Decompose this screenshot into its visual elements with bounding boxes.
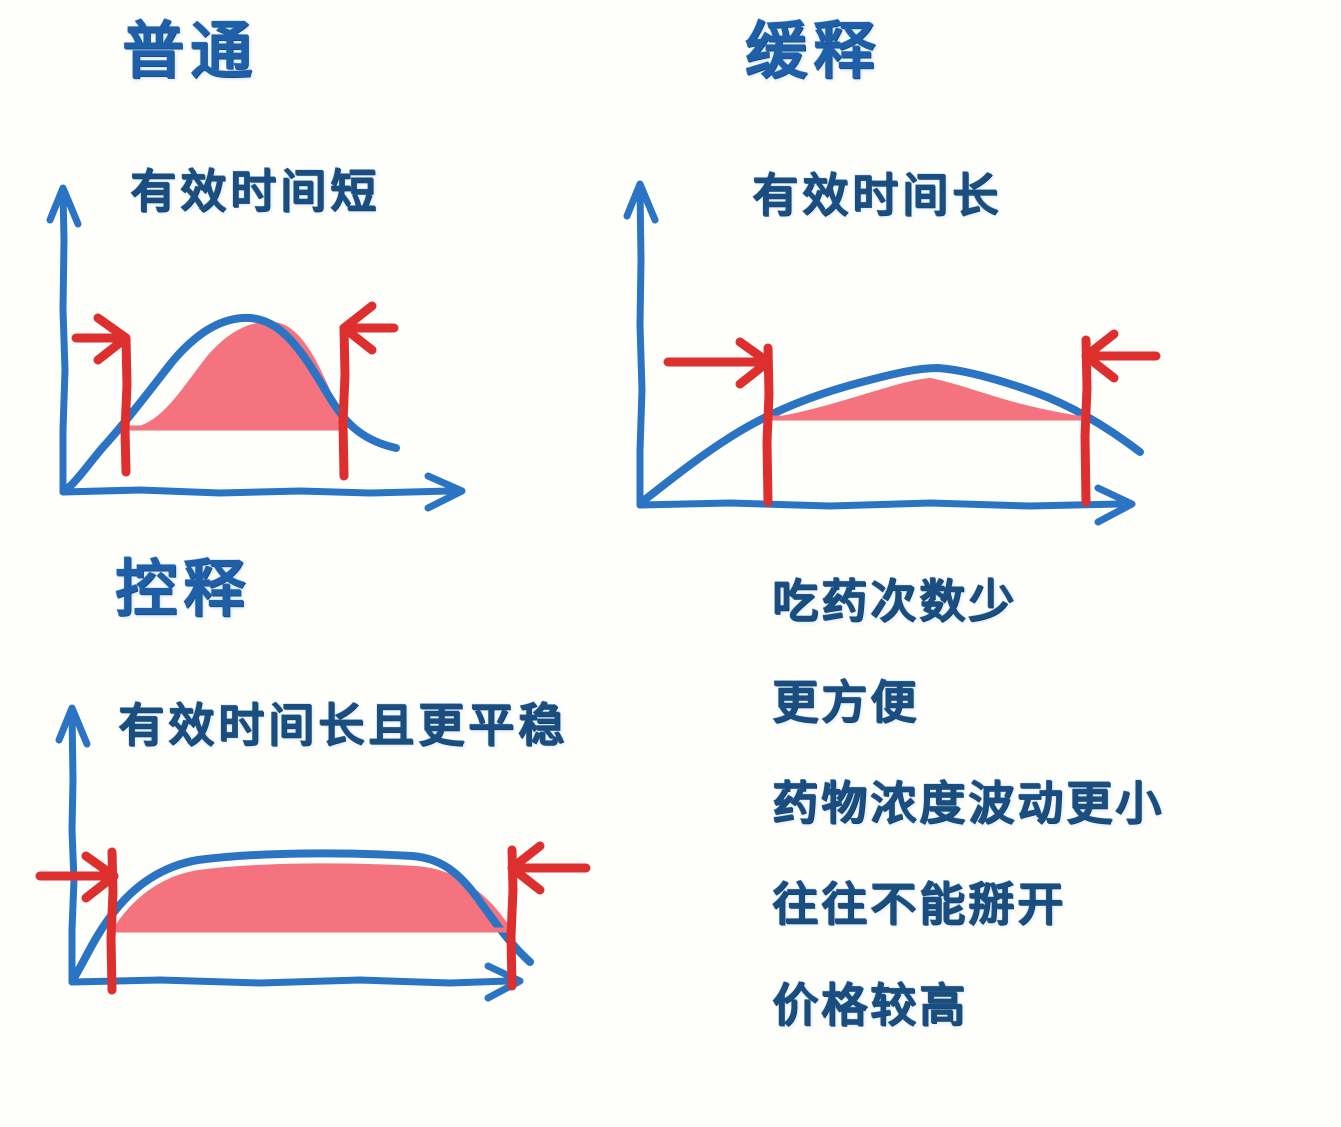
chart-sustained-release (600, 150, 1180, 550)
effective-start-marker (120, 333, 132, 477)
y-axis-arrowhead (55, 704, 91, 748)
x-axis (59, 486, 454, 497)
panel-title-sustained-release: 缓释 (745, 14, 882, 87)
y-axis-arrowhead (46, 184, 82, 228)
panel-caption-sustained-release: 有效时间长 (752, 168, 1002, 222)
effective-end-marker (338, 323, 350, 481)
right-arrow-icon (339, 301, 377, 355)
chart-controlled-release (30, 690, 610, 1020)
concentration-curve (638, 364, 1144, 506)
benefit-item-3: 药物浓度波动更小 (772, 776, 1164, 830)
effective-area-fill (126, 321, 344, 428)
x-axis (68, 976, 512, 987)
benefit-item-2: 更方便 (772, 675, 919, 729)
right-arrow-icon (1081, 329, 1119, 383)
effective-end-marker (1080, 335, 1092, 507)
panel-title-ordinary: 普通 (122, 14, 259, 87)
benefits-list: 吃药次数少 更方便 药物浓度波动更小 往往不能掰开 价格较高 (772, 578, 1312, 1028)
x-axis-arrowhead (424, 472, 466, 512)
benefit-item-4: 往往不能掰开 (772, 877, 1066, 931)
benefit-item-5: 价格较高 (772, 978, 968, 1032)
panel-caption-ordinary: 有效时间短 (130, 164, 380, 218)
effective-area-fill (112, 863, 512, 930)
y-axis (636, 184, 646, 509)
left-arrow-icon (93, 313, 131, 365)
x-axis-arrowhead (1094, 484, 1136, 526)
left-arrow-icon (81, 851, 119, 903)
chart-ordinary (30, 140, 500, 530)
panel-title-controlled-release: 控释 (115, 552, 252, 625)
y-axis (68, 708, 78, 986)
left-arrow-icon (735, 337, 773, 389)
effective-start-marker (762, 343, 774, 507)
benefit-item-1: 吃药次数少 (772, 574, 1017, 628)
effective-area-fill (768, 378, 1086, 418)
y-axis (59, 188, 69, 496)
x-axis (636, 499, 1124, 510)
y-axis-arrowhead (623, 180, 659, 224)
x-axis-arrowhead (484, 962, 524, 1002)
panel-caption-controlled-release: 有效时间长且更平稳 (118, 698, 568, 752)
right-arrow-icon (507, 841, 545, 895)
